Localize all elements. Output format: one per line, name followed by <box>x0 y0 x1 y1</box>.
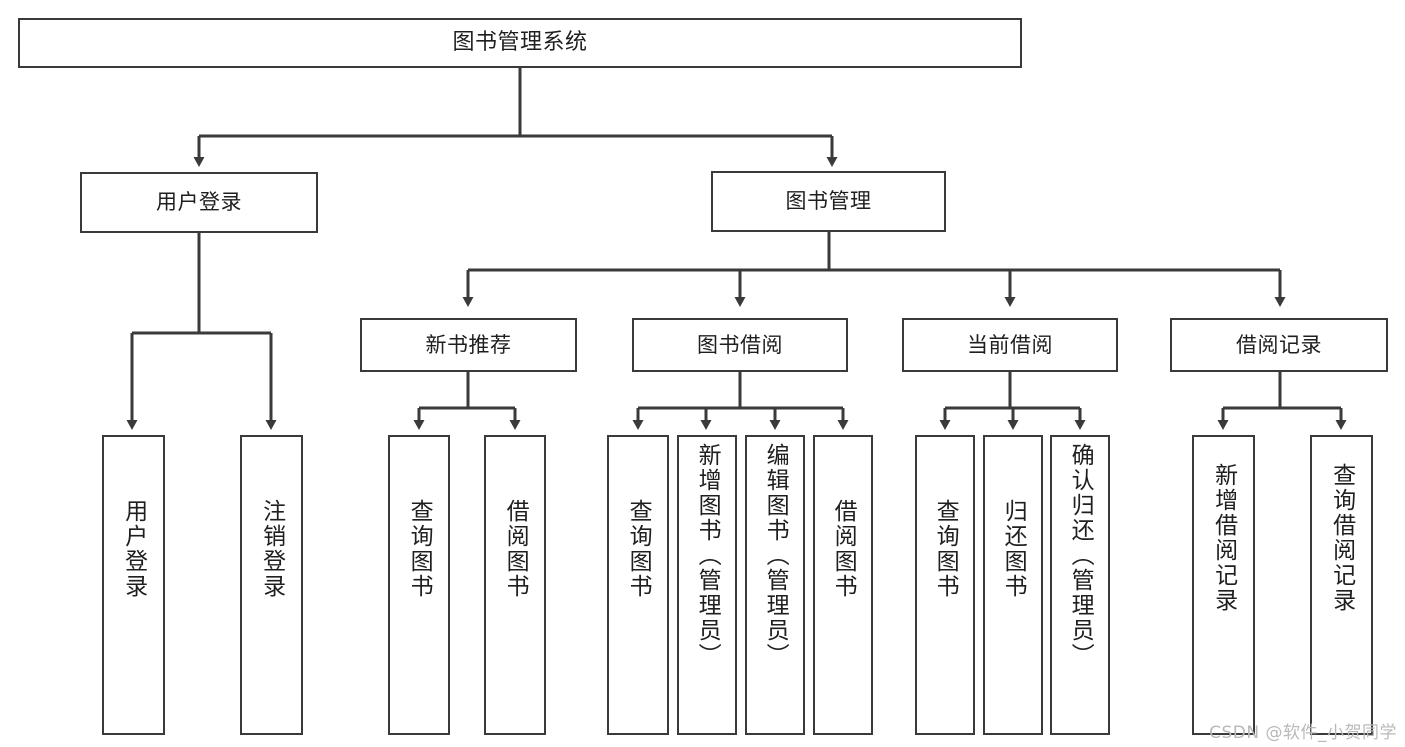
node-label: 图书借阅 <box>697 332 783 357</box>
leaf-new-book-query[interactable]: 查询图书 <box>388 435 450 735</box>
node-label: 当前借阅 <box>967 332 1053 357</box>
node-label: 用户登录 <box>120 499 147 599</box>
node-label: 查询图书 <box>406 499 433 599</box>
leaf-record-query-record[interactable]: 查询借阅记录 <box>1310 435 1373 735</box>
node-label: 新增借阅记录 <box>1210 463 1237 613</box>
watermark-text: CSDN @软件_小贺同学 <box>1209 723 1397 743</box>
leaf-current-return-book[interactable]: 归还图书 <box>983 435 1043 735</box>
node-label: 编辑图书（管理员） <box>762 443 789 668</box>
node-borrow-record[interactable]: 借阅记录 <box>1170 318 1388 372</box>
node-label: 确认归还（管理员） <box>1067 443 1094 668</box>
node-label: 新增图书（管理员） <box>694 443 721 668</box>
leaf-user-login-login[interactable]: 用户登录 <box>102 435 165 735</box>
node-user-login[interactable]: 用户登录 <box>80 172 318 233</box>
leaf-record-add-record[interactable]: 新增借阅记录 <box>1192 435 1255 735</box>
node-label: 新书推荐 <box>425 332 512 357</box>
node-label: 用户登录 <box>156 190 242 215</box>
leaf-borrow-borrow-book[interactable]: 借阅图书 <box>813 435 873 735</box>
node-label: 借阅图书 <box>502 499 529 599</box>
leaf-current-query-book[interactable]: 查询图书 <box>915 435 975 735</box>
node-label: 借阅图书 <box>830 499 857 599</box>
node-book-management[interactable]: 图书管理 <box>711 171 946 232</box>
node-root-system[interactable]: 图书管理系统 <box>18 18 1022 68</box>
node-new-book-recommend[interactable]: 新书推荐 <box>360 318 577 372</box>
leaf-current-confirm-return-admin[interactable]: 确认归还（管理员） <box>1050 435 1110 735</box>
leaf-new-book-borrow[interactable]: 借阅图书 <box>484 435 546 735</box>
leaf-borrow-add-book-admin[interactable]: 新增图书（管理员） <box>677 435 737 735</box>
node-label: 图书管理 <box>785 189 872 214</box>
node-label: 查询图书 <box>625 499 652 599</box>
node-label: 注销登录 <box>258 499 285 599</box>
node-book-borrow[interactable]: 图书借阅 <box>632 318 848 372</box>
leaf-borrow-query-book[interactable]: 查询图书 <box>607 435 669 735</box>
leaf-borrow-edit-book-admin[interactable]: 编辑图书（管理员） <box>745 435 805 735</box>
node-label: 归还图书 <box>1000 499 1027 599</box>
node-label: 借阅记录 <box>1236 332 1322 357</box>
node-label: 图书管理系统 <box>452 30 588 56</box>
leaf-user-login-logout[interactable]: 注销登录 <box>240 435 303 735</box>
node-current-borrow[interactable]: 当前借阅 <box>902 318 1118 372</box>
node-label: 查询借阅记录 <box>1328 463 1355 613</box>
node-label: 查询图书 <box>932 499 959 599</box>
